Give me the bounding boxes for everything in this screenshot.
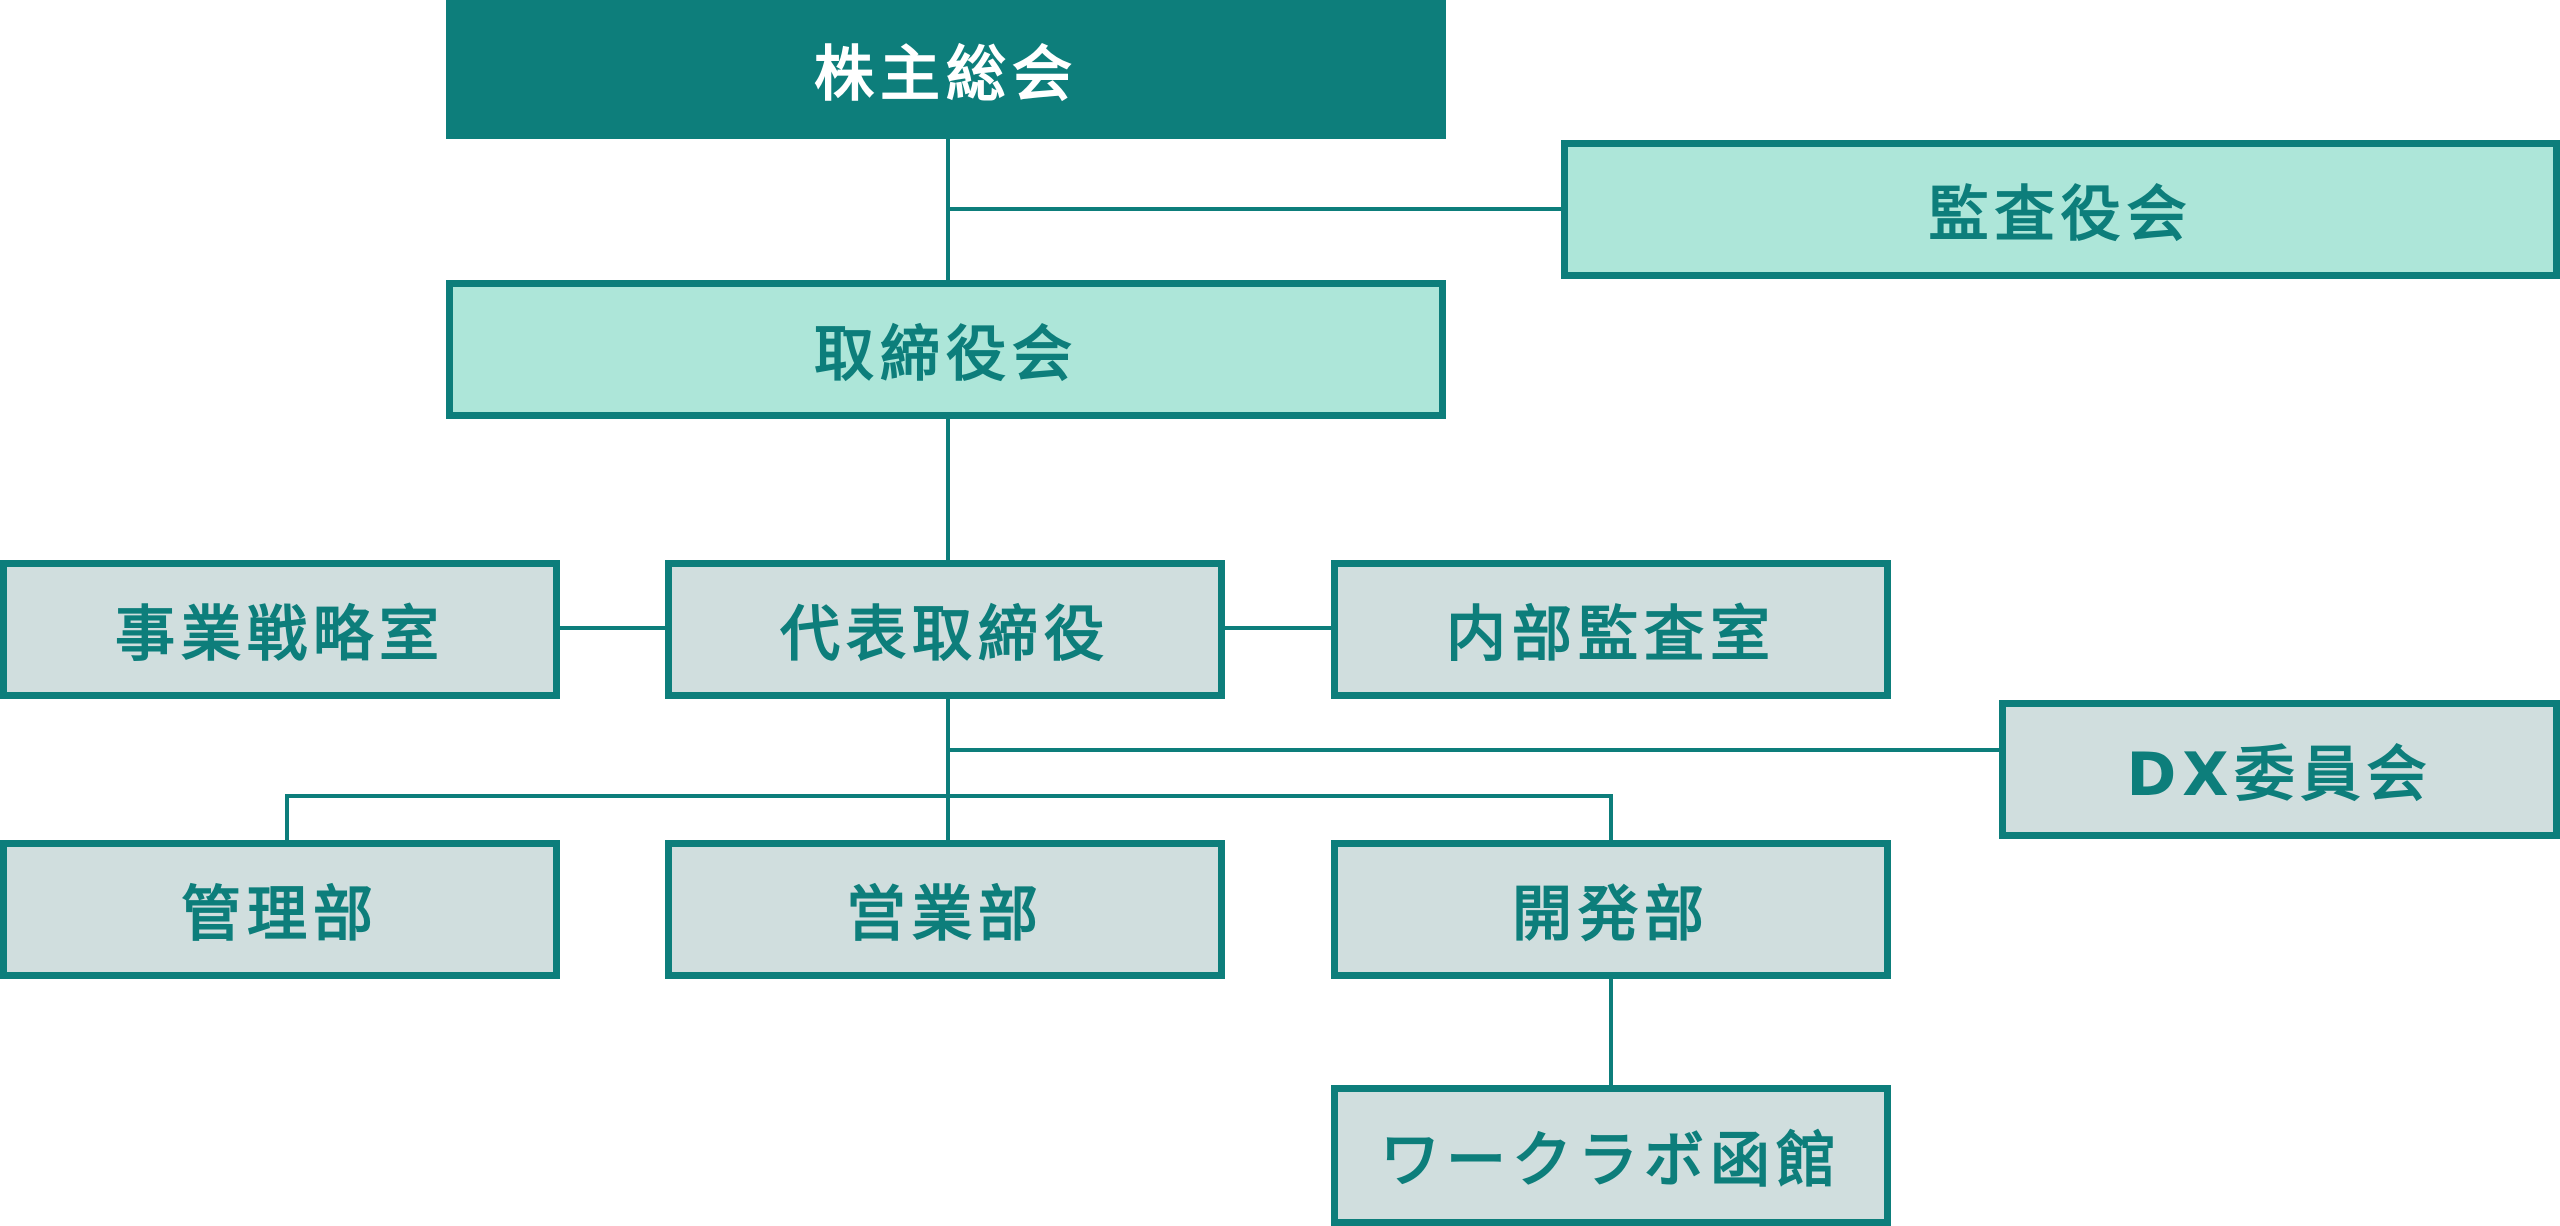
node-label: 営業部 xyxy=(846,880,1044,950)
connector-shareholders-to-board xyxy=(946,139,950,283)
node-shareholders-meeting: 株主総会 xyxy=(446,0,1446,139)
connector-to-audit-board xyxy=(946,207,1563,211)
node-internal-audit-office: 内部監査室 xyxy=(1331,560,1891,699)
node-label: 開発部 xyxy=(1512,880,1710,950)
node-label: 事業戦略室 xyxy=(115,600,445,670)
connector-to-dx-committee xyxy=(946,748,2002,752)
node-dx-committee: DX委員会 xyxy=(1999,700,2560,839)
node-label: DX委員会 xyxy=(2126,740,2433,810)
connector-to-development xyxy=(1609,794,1613,844)
connector-representative-trunk xyxy=(946,696,950,844)
node-label: 代表取締役 xyxy=(780,600,1110,670)
node-business-strategy-office: 事業戦略室 xyxy=(0,560,560,699)
connector-to-business-strategy xyxy=(557,626,669,630)
node-worklab-hakodate: ワークラボ函館 xyxy=(1331,1085,1891,1226)
connector-to-administration xyxy=(285,794,289,844)
node-development-dept: 開発部 xyxy=(1331,840,1891,979)
node-board-of-directors: 取締役会 xyxy=(446,280,1446,419)
connector-to-internal-audit xyxy=(1222,626,1334,630)
node-label: 株主総会 xyxy=(814,40,1078,110)
node-administration-dept: 管理部 xyxy=(0,840,560,979)
connector-development-to-worklab xyxy=(1609,974,1613,1088)
node-label: 内部監査室 xyxy=(1446,600,1776,670)
node-audit-board: 監査役会 xyxy=(1561,140,2560,279)
node-sales-dept: 営業部 xyxy=(665,840,1225,979)
node-label: 取締役会 xyxy=(814,320,1078,390)
node-label: ワークラボ函館 xyxy=(1380,1126,1842,1196)
connector-board-to-representative xyxy=(946,418,950,564)
connector-departments-horizontal xyxy=(285,794,1613,798)
node-representative-director: 代表取締役 xyxy=(665,560,1225,699)
node-label: 管理部 xyxy=(181,880,379,950)
node-label: 監査役会 xyxy=(1928,180,2193,250)
